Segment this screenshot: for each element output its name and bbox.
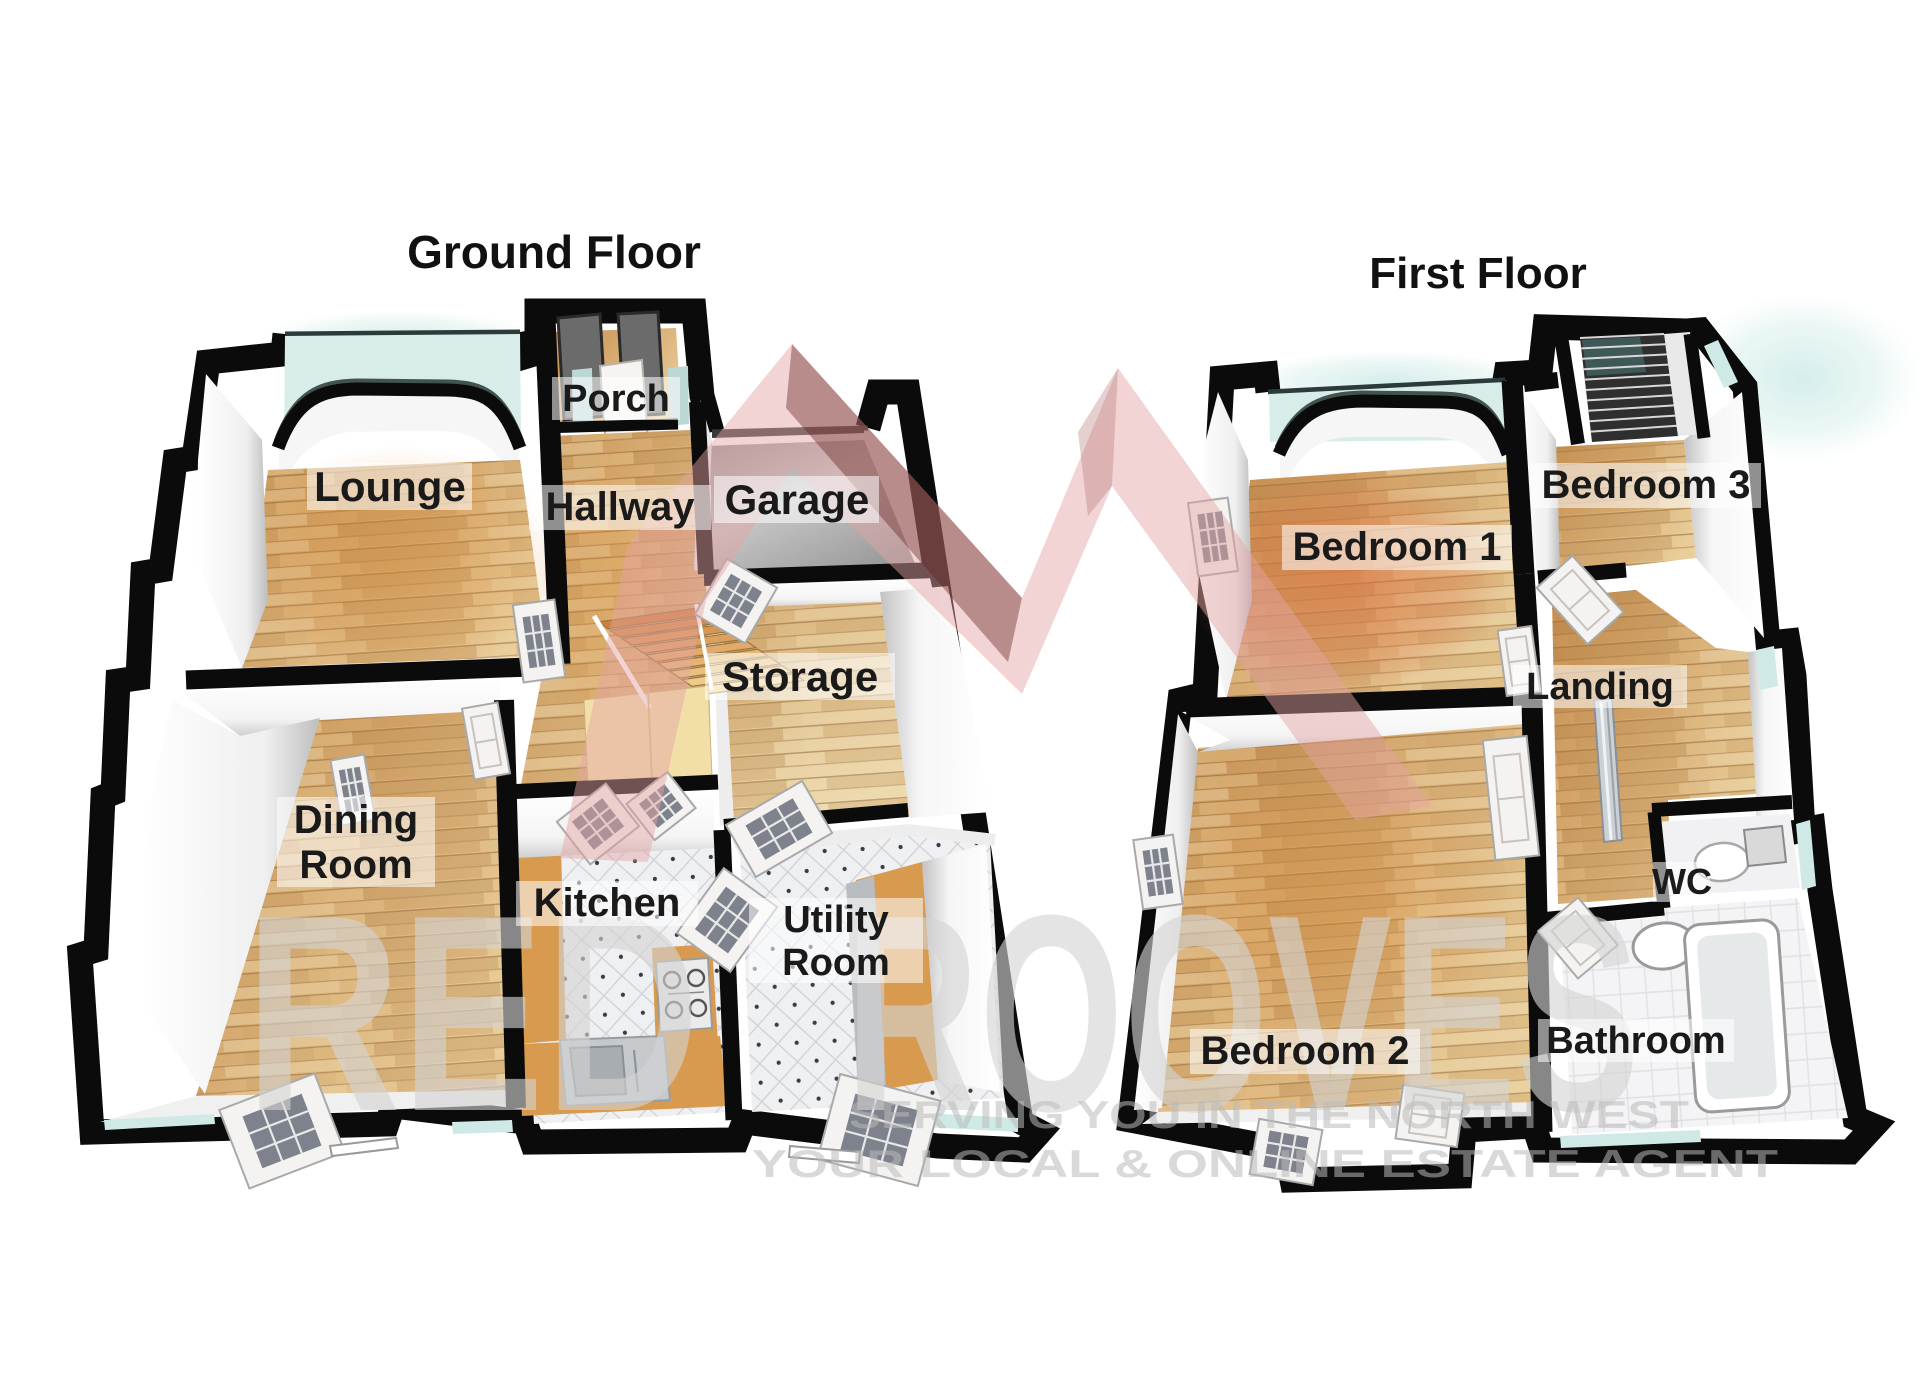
- svg-text:Porch: Porch: [562, 378, 670, 420]
- svg-text:Bedroom 3: Bedroom 3: [1542, 463, 1751, 507]
- svg-text:Lounge: Lounge: [314, 463, 466, 510]
- svg-text:WC: WC: [1652, 861, 1712, 902]
- svg-text:Bedroom 1: Bedroom 1: [1293, 525, 1502, 569]
- svg-text:Storage: Storage: [722, 653, 878, 700]
- svg-text:First Floor: First Floor: [1369, 249, 1587, 298]
- svg-text:Bathroom: Bathroom: [1546, 1020, 1725, 1062]
- svg-text:Garage: Garage: [725, 476, 870, 523]
- svg-text:Ground Floor: Ground Floor: [407, 226, 701, 278]
- svg-text:Kitchen: Kitchen: [534, 881, 681, 925]
- svg-text:Dining: Dining: [294, 798, 418, 842]
- svg-text:ROOVES: ROOVES: [845, 858, 1640, 1170]
- svg-text:YOUR LOCAL & ONLINE ESTATE AGE: YOUR LOCAL & ONLINE ESTATE AGENT: [752, 1143, 1778, 1186]
- svg-text:Hallway: Hallway: [546, 485, 696, 529]
- svg-text:Bedroom 2: Bedroom 2: [1201, 1029, 1410, 1073]
- svg-text:Room: Room: [782, 942, 890, 984]
- svg-text:Utility: Utility: [783, 899, 889, 941]
- svg-text:Landing: Landing: [1526, 666, 1674, 708]
- svg-text:SERVING YOU IN THE NORTH WEST: SERVING YOU IN THE NORTH WEST: [849, 1094, 1689, 1137]
- svg-text:Room: Room: [299, 843, 412, 887]
